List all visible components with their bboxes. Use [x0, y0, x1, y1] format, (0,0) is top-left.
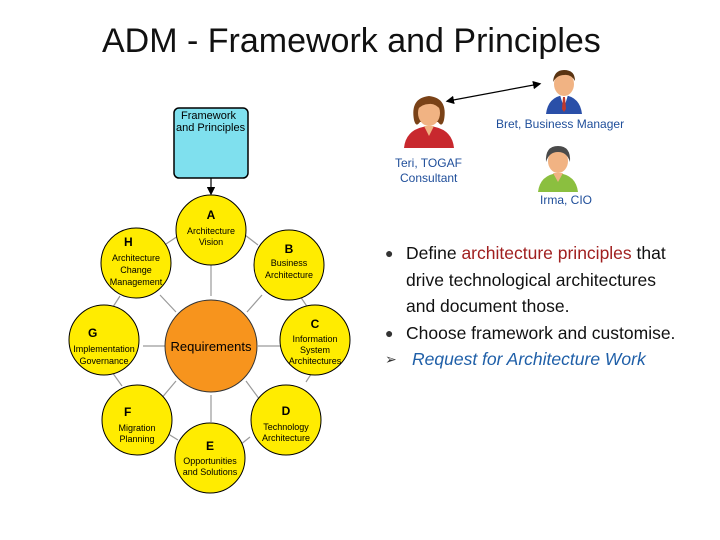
- phase-e-label-line2: and Solutions: [183, 467, 238, 477]
- page-title: ADM - Framework and Principles: [102, 22, 601, 60]
- phase-g-letter: G: [88, 326, 97, 340]
- phase-d-label-line2: Architecture: [262, 433, 310, 443]
- bullet-framework-text: Choose framework and customise.: [406, 322, 676, 343]
- bullet-dot-icon: ●: [385, 245, 394, 261]
- phase-h[interactable]: H Architecture Change Management: [100, 227, 172, 299]
- bullet-principles-pre: Define: [406, 243, 462, 263]
- bullet-request-text: Request for Architecture Work: [412, 349, 646, 369]
- phase-a-label-line1: Architecture: [187, 226, 235, 236]
- phase-c-label-line2: System: [300, 345, 330, 355]
- phase-a-letter: A: [207, 208, 216, 222]
- requirements-label: Requirements: [171, 339, 252, 354]
- phase-c[interactable]: C Information System Architectures: [279, 304, 351, 376]
- bullet-principles-accent: architecture principles: [461, 243, 632, 263]
- bullet-arrow-icon: ➢: [385, 351, 397, 367]
- bullet-dot-icon: ●: [385, 324, 394, 341]
- phase-e-label-line1: Opportunities: [183, 456, 237, 466]
- phase-b-letter: B: [285, 242, 294, 256]
- phase-f-label-line1: Migration: [118, 423, 155, 433]
- bret-avatar-icon: [546, 70, 582, 114]
- phase-f-label-line2: Planning: [119, 434, 154, 444]
- bullet-list: ● Define architecture principles that dr…: [385, 240, 685, 373]
- phase-b-label-line2: Architecture: [265, 270, 313, 280]
- phase-d-letter: D: [282, 404, 291, 418]
- irma-label: Irma, CIO: [540, 193, 593, 207]
- requirements-circle[interactable]: [164, 299, 258, 393]
- teri-label-line2: Consultant: [400, 171, 458, 185]
- phase-g[interactable]: G Implementation Governance: [68, 304, 140, 376]
- phase-e[interactable]: E Opportunities and Solutions: [174, 422, 246, 494]
- phase-c-letter: C: [311, 317, 320, 331]
- framework-label-line2: and Principles: [176, 122, 246, 134]
- phase-h-letter: H: [124, 235, 133, 249]
- teri-bret-arrow: [445, 80, 542, 105]
- phase-h-label-line3: Management: [110, 277, 163, 287]
- teri-label-line1: Teri, TOGAF: [395, 156, 462, 170]
- phase-a[interactable]: A Architecture Vision: [175, 194, 247, 266]
- bullet-request: ➢ Request for Architecture Work: [385, 346, 685, 373]
- phase-d-label-line1: Technology: [263, 422, 309, 432]
- bullet-principles-post: that drive technological architectures a…: [406, 243, 666, 316]
- phase-g-label-line1: Implementation: [73, 344, 135, 354]
- phase-b[interactable]: B Business Architecture: [253, 229, 325, 301]
- phase-c-label-line1: Information: [292, 334, 337, 344]
- phase-e-letter: E: [206, 439, 214, 453]
- phase-f-letter: F: [124, 405, 131, 419]
- bullet-principles: ● Define architecture principles that dr…: [385, 240, 685, 320]
- bullet-framework: ● Choose framework and customise.: [385, 320, 685, 347]
- phase-f[interactable]: F Migration Planning: [101, 384, 173, 456]
- phase-d[interactable]: D Technology Architecture: [250, 384, 322, 456]
- teri-avatar-icon: [404, 96, 454, 148]
- phase-b-label-line1: Business: [271, 258, 308, 268]
- bret-label: Bret, Business Manager: [496, 117, 625, 131]
- irma-avatar-icon: [538, 146, 578, 192]
- phase-c-label-line3: Architectures: [289, 356, 342, 366]
- phase-h-label-line2: Change: [120, 265, 152, 275]
- framework-label-line1: Framework: [181, 110, 237, 122]
- phase-g-label-line2: Governance: [79, 356, 128, 366]
- phase-a-label-line2: Vision: [199, 237, 223, 247]
- phase-h-label-line1: Architecture: [112, 253, 160, 263]
